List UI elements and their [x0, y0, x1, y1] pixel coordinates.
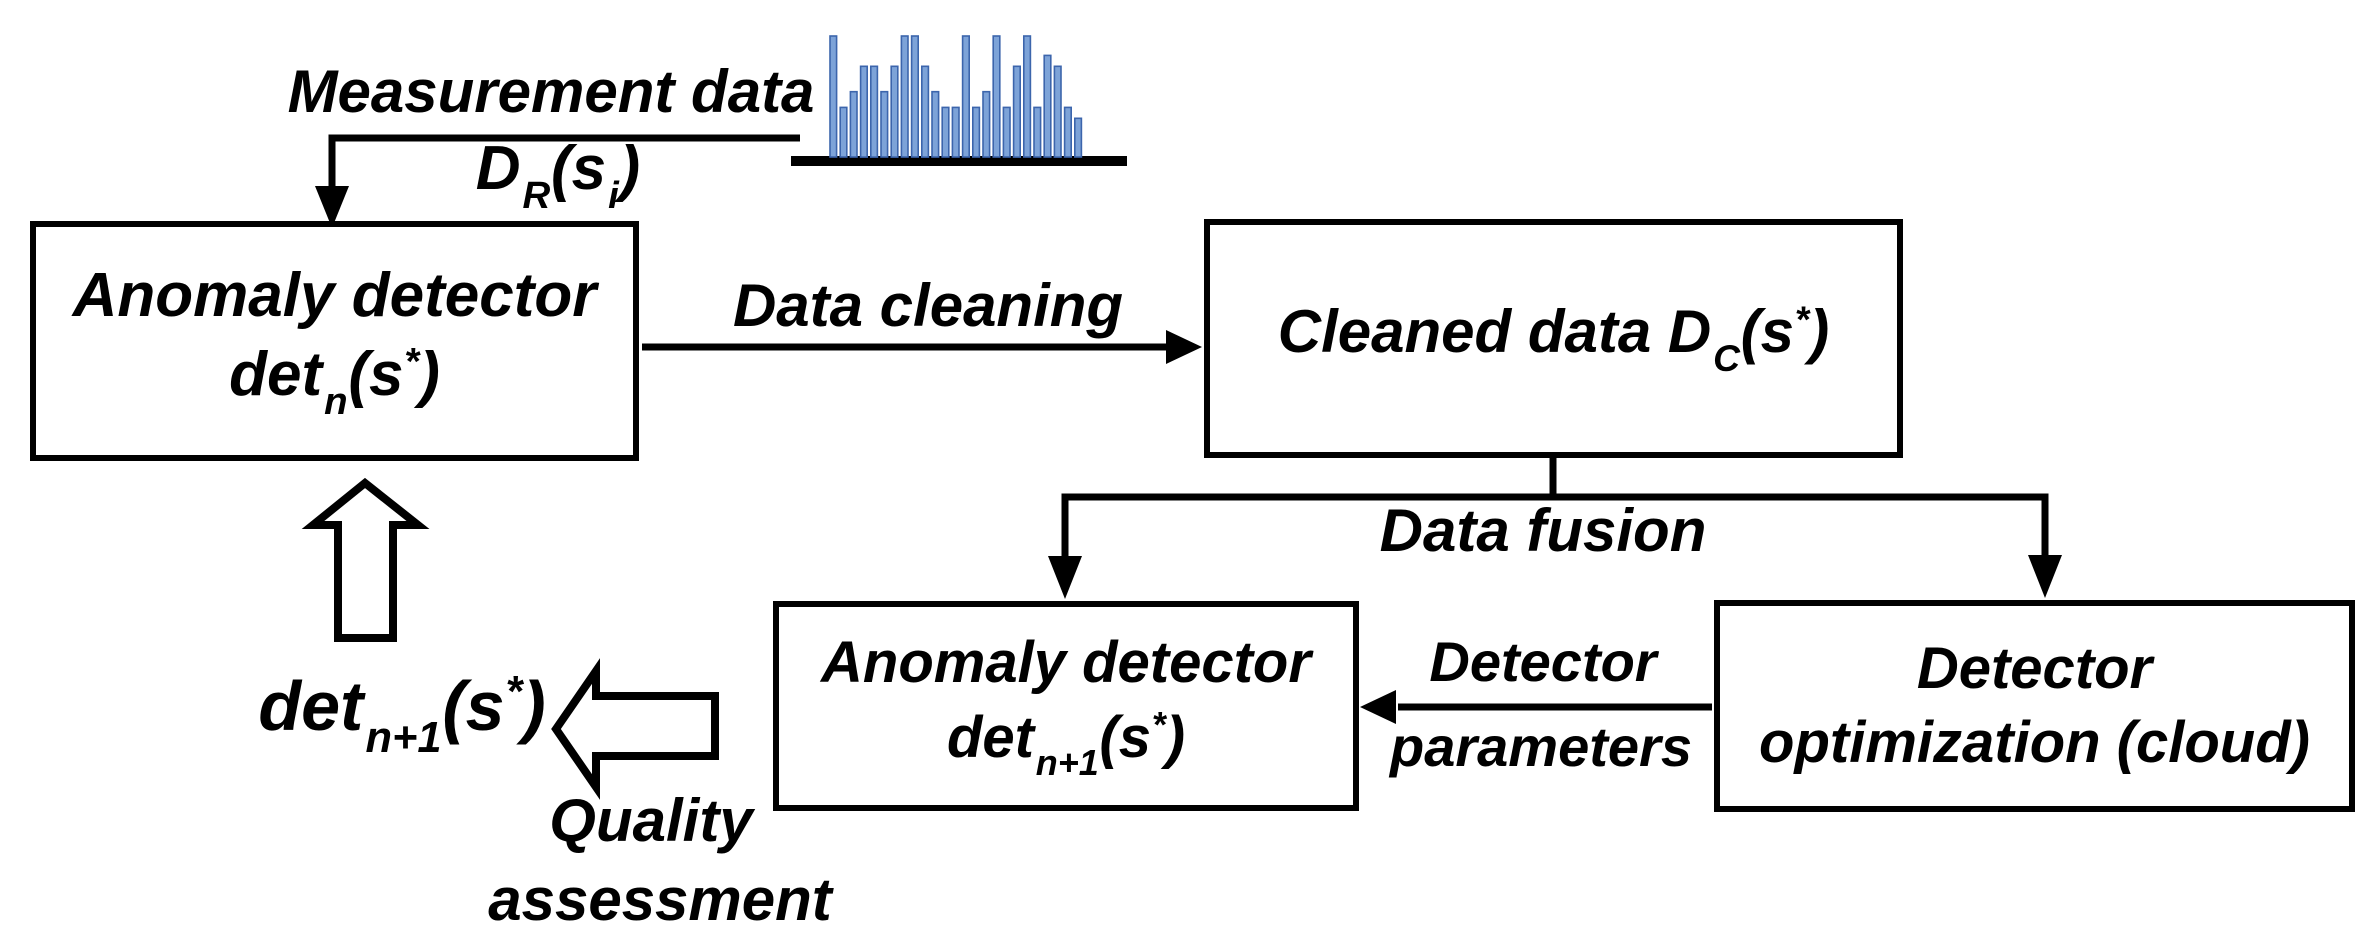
box-detector-optimization: Detector optimization (cloud) — [1714, 600, 2355, 812]
bar — [910, 35, 919, 158]
box-anomaly-detector-n-title: Anomaly detector — [72, 260, 597, 330]
data-fusion-bus — [1061, 493, 2049, 560]
box-anomaly-detector-n1-title: Anomaly detector — [821, 630, 1311, 696]
detector-parameters-label-line1: Detector — [1429, 630, 1657, 694]
bar — [900, 35, 909, 158]
measurement-data-connector — [328, 134, 800, 192]
data-cleaning-label: Data cleaning — [732, 272, 1124, 339]
feedback-up-block-arrow-icon — [301, 477, 430, 642]
box-anomaly-detector-n: Anomaly detector detn(s*) — [30, 221, 639, 461]
bar — [1063, 106, 1072, 158]
bar — [1012, 65, 1021, 158]
bar — [829, 35, 838, 158]
box-anomaly-detector-n1: Anomaly detector detn+1(s*) — [773, 601, 1359, 811]
bar — [941, 106, 950, 158]
quality-label: Quality — [549, 787, 753, 854]
bar-chart-icon — [829, 35, 1083, 158]
dr-formula-label: DR(si) — [475, 133, 641, 217]
bar — [982, 90, 991, 158]
box-detector-optimization-line1: Detector — [1916, 635, 2153, 701]
bar — [890, 65, 899, 158]
quality-left-block-arrow-icon — [551, 658, 719, 800]
bar — [839, 106, 848, 158]
box-anomaly-detector-n1-formula: detn+1(s*) — [946, 703, 1186, 783]
bar — [1022, 35, 1032, 158]
bar — [1074, 117, 1083, 158]
bar — [992, 35, 1001, 158]
bar — [961, 35, 970, 158]
box-cleaned-data-title: Cleaned data DC(s*) — [1277, 297, 1830, 379]
bar — [869, 65, 879, 158]
box-anomaly-detector-n-formula: detn(s*) — [229, 339, 440, 424]
assessment-label: assessment — [488, 866, 832, 925]
bar — [920, 65, 930, 158]
bar — [849, 90, 858, 158]
bar — [1033, 106, 1042, 158]
bar — [1053, 65, 1062, 158]
detn1-feedback-formula-label: detn+1(s*) — [258, 666, 546, 762]
bar — [931, 90, 940, 158]
measurement-arrowhead-icon — [315, 186, 349, 228]
bar — [1043, 54, 1052, 158]
bar — [859, 65, 868, 158]
bar — [951, 106, 960, 158]
fusion-right-arrowhead-icon — [2028, 555, 2062, 598]
bar — [971, 106, 981, 158]
fusion-left-arrowhead-icon — [1048, 556, 1082, 599]
data-fusion-label: Data fusion — [1379, 497, 1707, 564]
detector-parameters-label-line2: parameters — [1390, 715, 1692, 779]
measurement-data-label: Measurement data — [287, 58, 815, 125]
detector-parameters-arrowhead-icon — [1360, 690, 1396, 724]
box-cleaned-data: Cleaned data DC(s*) — [1204, 219, 1903, 458]
bar-chart-baseline — [791, 156, 1127, 166]
bar — [1002, 106, 1011, 158]
bar — [880, 90, 889, 158]
data-cleaning-arrowhead-icon — [1166, 330, 1202, 364]
box-detector-optimization-line2: optimization (cloud) — [1759, 710, 2310, 775]
